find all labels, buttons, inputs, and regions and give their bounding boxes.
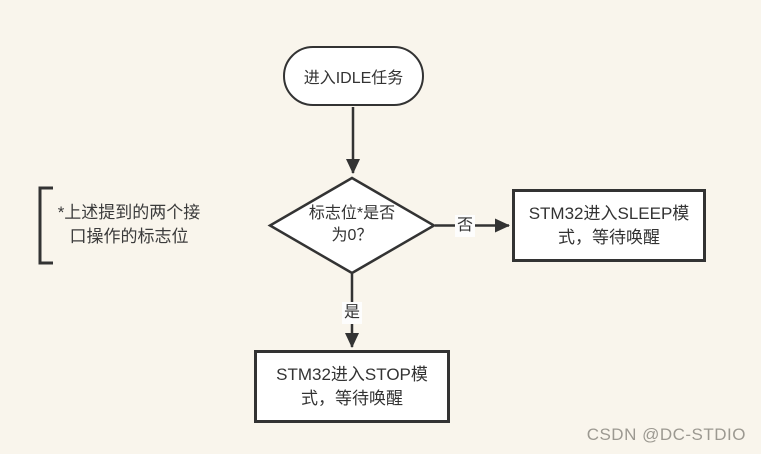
start-node-label: 进入IDLE任务 — [303, 70, 404, 87]
annotation-line2: 口操作的标志位 — [69, 227, 189, 246]
stop-node-label: STM32进入STOP模 式，等待唤醒 — [276, 363, 428, 411]
csdn-watermark: CSDN @DC-STDIO — [586, 425, 746, 444]
edge-label-no: 否 — [454, 215, 476, 237]
annotation-line1: *上述提到的两个接 — [57, 203, 201, 222]
decision-node-label[interactable]: 标志位*是否 为0？ — [272, 202, 432, 248]
sleep-label-line2: 式，等待唤醒 — [557, 227, 660, 247]
sleep-node[interactable]: STM32进入SLEEP模 式，等待唤醒 — [512, 189, 706, 262]
decision-diamond-shape[interactable] — [267, 176, 437, 275]
sleep-node-label: STM32进入SLEEP模 式，等待唤醒 — [529, 202, 690, 250]
edge-label-yes: 是 — [341, 302, 363, 324]
sleep-label-line1: STM32进入SLEEP模 — [528, 203, 690, 223]
stop-label-line2: 式，等待唤醒 — [301, 388, 403, 408]
decision-label-line2: 为0？ — [331, 227, 373, 244]
decision-label-line1: 标志位*是否 — [308, 205, 396, 222]
stop-label-line1: STM32进入STOP模 — [276, 364, 428, 384]
stop-node[interactable]: STM32进入STOP模 式，等待唤醒 — [254, 350, 450, 423]
start-node[interactable]: 进入IDLE任务 — [283, 46, 424, 106]
footnote-annotation: *上述提到的两个接 口操作的标志位 — [48, 201, 210, 249]
annotation-bracket — [38, 186, 53, 265]
